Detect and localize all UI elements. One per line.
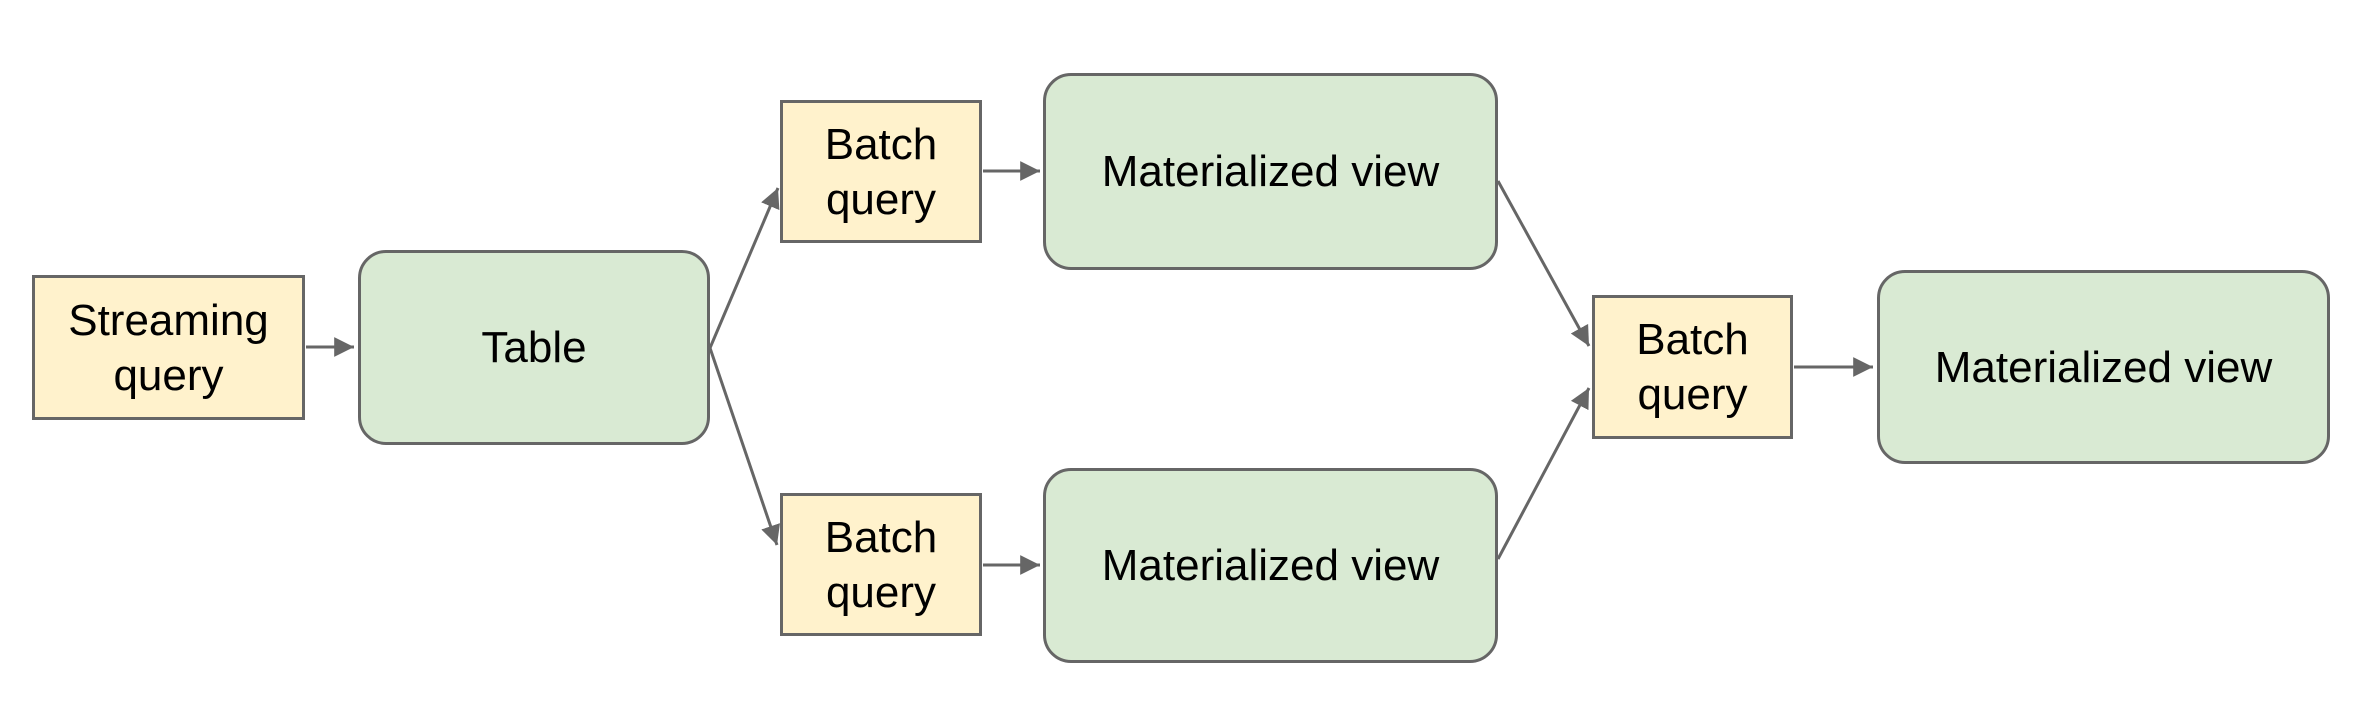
edge-materialized-view-bottom-to-batch-query-right [1496, 387, 1591, 560]
node-streaming-query-label: Streaming query [68, 295, 269, 400]
node-materialized-view-bottom: Materialized view [1043, 468, 1498, 663]
node-materialized-view-top: Materialized view [1043, 73, 1498, 270]
node-materialized-view-final-label: Materialized view [1934, 342, 2273, 392]
node-batch-query-bottom: Batch query [780, 493, 982, 636]
node-batch-query-top: Batch query [780, 100, 982, 243]
edge-materialized-view-top-to-batch-query-right [1496, 180, 1591, 347]
node-materialized-view-bottom-label: Materialized view [1101, 541, 1440, 590]
node-table-label: Table [481, 323, 587, 372]
node-table: Table [358, 250, 710, 445]
node-materialized-view-top-label: Materialized view [1101, 147, 1440, 196]
node-batch-query-right: Batch query [1592, 295, 1793, 439]
node-materialized-view-final: Materialized view [1877, 270, 2330, 464]
edge-table-to-batch-query-top [708, 187, 780, 349]
node-streaming-query: Streaming query [32, 275, 305, 420]
node-batch-query-bottom-label: Batch query [824, 512, 938, 617]
node-batch-query-right-label: Batch query [1636, 315, 1749, 419]
node-batch-query-top-label: Batch query [824, 119, 938, 224]
edge-table-to-batch-query-bottom [708, 347, 780, 546]
